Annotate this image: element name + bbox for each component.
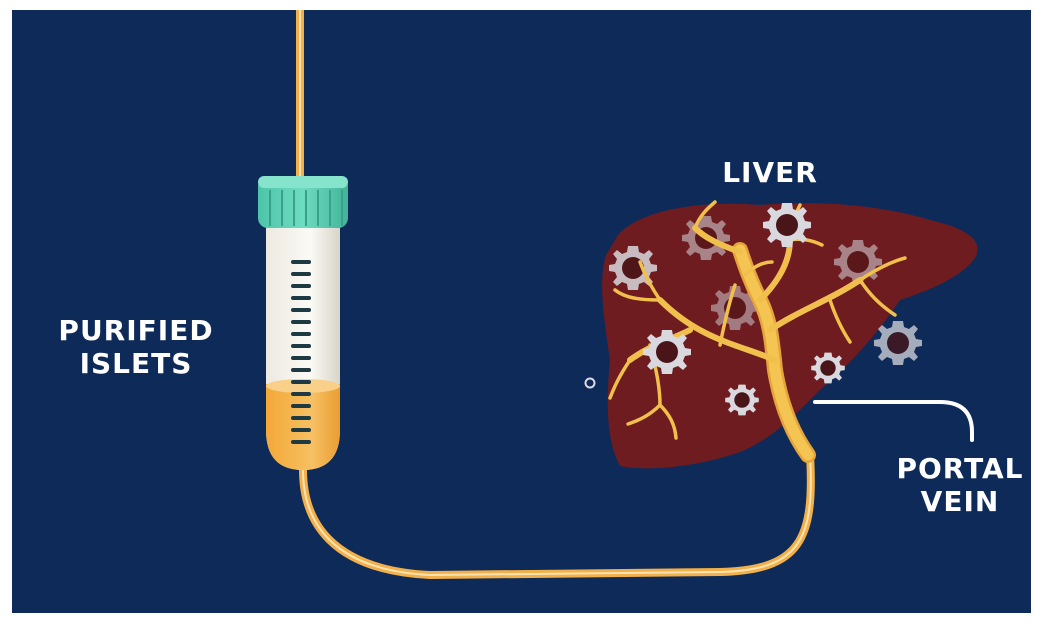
portal-vein-label: PORTAL VEIN — [880, 452, 1040, 518]
gear-icon — [834, 240, 882, 284]
gear-icon — [643, 330, 691, 374]
purified-islets-label: PURIFIED ISLETS — [36, 314, 236, 380]
portal-vein-line-1: PORTAL — [880, 452, 1040, 485]
purified-islets-line-2: ISLETS — [36, 347, 236, 380]
gear-icon — [725, 385, 759, 416]
test-tube-icon — [258, 176, 348, 476]
gear-icon — [874, 321, 922, 365]
portal-vein-line-2: VEIN — [880, 485, 1040, 518]
tube-cap — [258, 176, 348, 228]
gear-icon — [763, 203, 811, 247]
gear-icon — [811, 353, 845, 384]
purified-islets-line-1: PURIFIED — [36, 314, 236, 347]
liver-label: LIVER — [700, 156, 840, 189]
